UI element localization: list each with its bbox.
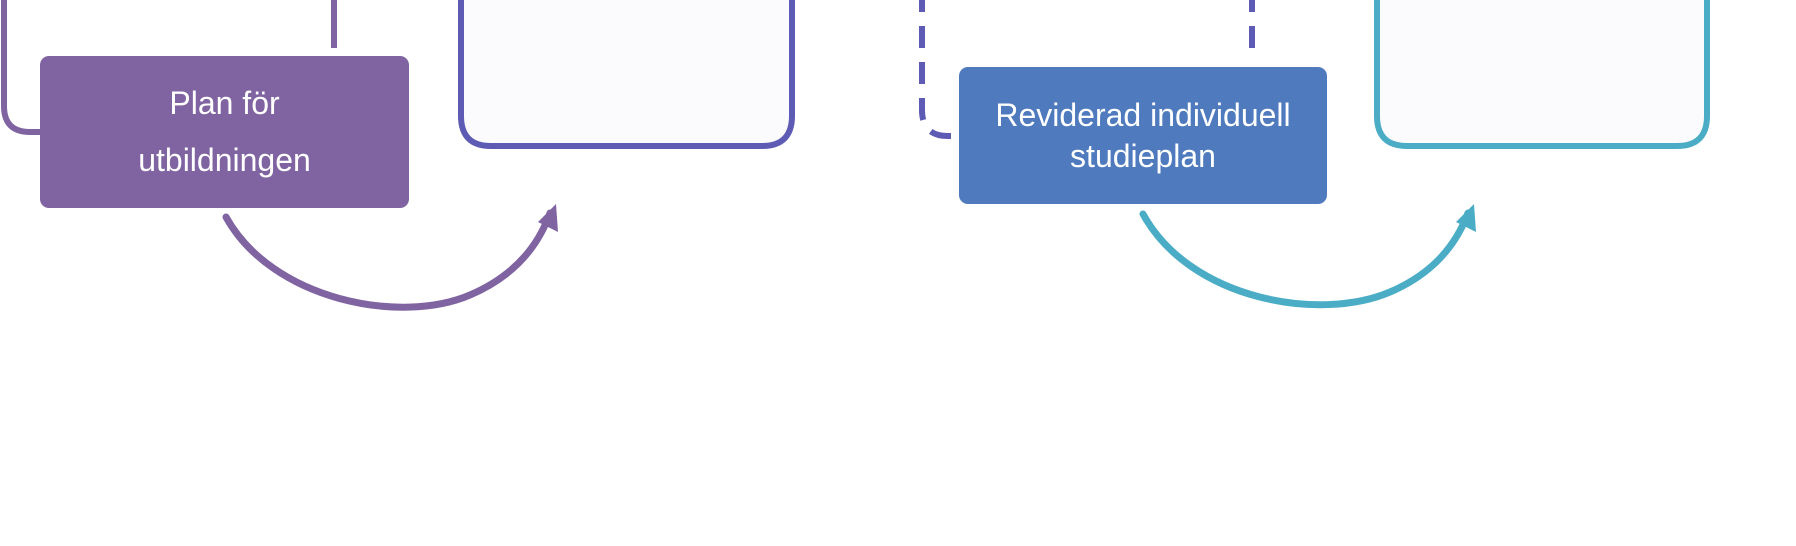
plan-label: Plan för utbildningen xyxy=(138,85,311,178)
arrow-head-purple xyxy=(538,204,558,232)
arrow-head-cyan xyxy=(1456,204,1476,232)
right-card xyxy=(1374,0,1710,149)
second-card xyxy=(458,0,795,149)
dashed-card xyxy=(919,0,1255,139)
curved-arrow-purple xyxy=(222,209,554,311)
plan-for-utbildningen-box: Plan för utbildningen xyxy=(40,56,409,208)
curved-arrow-cyan xyxy=(1139,209,1472,309)
left-partial-card xyxy=(1,0,337,135)
reviderad-studieplan-box: Reviderad individuell studieplan xyxy=(959,67,1327,204)
reviderad-label: Reviderad individuell studieplan xyxy=(995,96,1291,174)
